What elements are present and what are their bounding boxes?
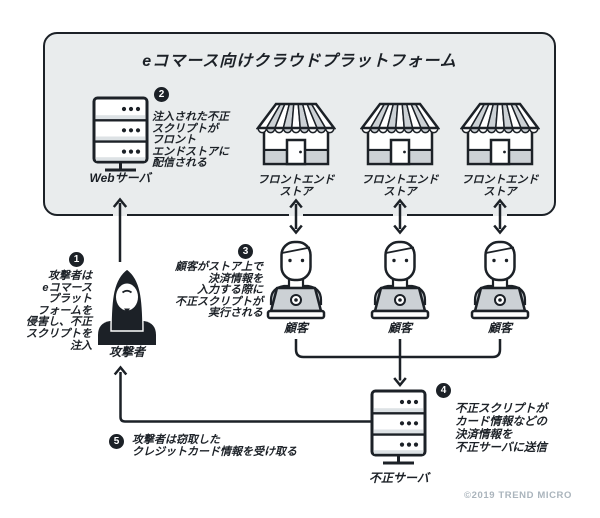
diagram-title: eコマース向けクラウドプラットフォーム <box>142 53 457 70</box>
customer-icon-2 <box>367 240 433 320</box>
arrow-server-to-attacker <box>113 365 371 423</box>
malicious-server-label: 不正サーバ <box>369 471 429 485</box>
customer-label-3: 顧客 <box>487 321 512 335</box>
attacker-label: 攻撃者 <box>108 345 145 359</box>
step-3-badge: 3 <box>238 244 253 259</box>
step-5-text: 攻撃者は窃取した クレジットカード情報を受け取る <box>132 434 297 458</box>
web-server-icon <box>92 96 149 174</box>
storefront-icon-3 <box>460 102 540 170</box>
customer-label-2: 顧客 <box>387 321 412 335</box>
step-2-text: 注入された不正 スクリプトが フロント エンドストアに 配信される <box>152 111 229 170</box>
customer-icon-3 <box>467 240 533 320</box>
step-2-badge: 2 <box>154 87 169 102</box>
malicious-server-icon <box>370 389 427 467</box>
hooded-attacker-icon <box>96 265 158 345</box>
step-5-badge: 5 <box>109 434 124 449</box>
step-1-text: 攻撃者は eコマース プラット フォームを 侵害し、不正 スクリプトを 注入 <box>26 270 92 352</box>
storefront-label-1: フロントエンド ストア <box>257 174 335 198</box>
customer-label-1: 顧客 <box>283 321 308 335</box>
storefront-label-3: フロントエンド ストア <box>461 174 539 198</box>
step-1-badge: 1 <box>69 252 84 267</box>
customer-icon-1 <box>263 240 329 320</box>
storefront-icon-2 <box>360 102 440 170</box>
web-server-label: Webサーバ <box>89 171 151 185</box>
storefront-icon-1 <box>256 102 336 170</box>
step-4-badge: 4 <box>436 383 451 398</box>
bracket-customers-to-server <box>294 339 502 387</box>
step-4-text: 不正スクリプトが カード情報などの 決済情報を 不正サーバに送信 <box>455 403 547 454</box>
storefront-label-2: フロントエンド ストア <box>361 174 439 198</box>
copyright-notice: ©2019 TREND MICRO <box>464 490 572 501</box>
step-3-text: 顧客がストア上で 決済情報を 入力する際に 不正スクリプトが 実行される <box>175 261 263 320</box>
